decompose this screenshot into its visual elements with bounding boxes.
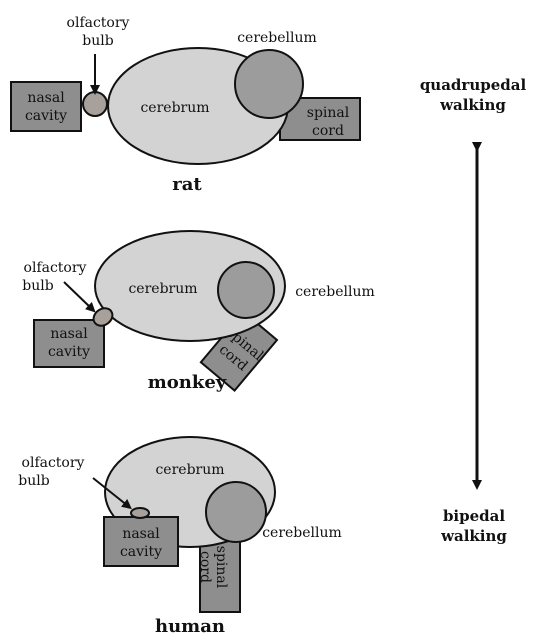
human-olfactory-label-2: bulb	[18, 473, 49, 489]
locomotion-scale: quadrupedal walking bipedal walking	[420, 76, 527, 545]
bipedal-label-1: bipedal	[443, 507, 505, 525]
human-olfactory-label-1: olfactory	[22, 455, 85, 471]
rat-cerebellum	[234, 49, 304, 119]
rat-cerebrum-label: cerebrum	[140, 100, 209, 116]
rat-brain: olfactory bulb nasal cavity cerebrum cer…	[10, 15, 361, 195]
monkey-cerebrum-label: cerebrum	[128, 281, 197, 297]
rat-spinal-label-2: cord	[312, 123, 344, 139]
rat-nasal-label-1: nasal	[27, 90, 65, 106]
human-spinal-text: spinal cord	[197, 546, 229, 589]
bipedal-label-2: walking	[440, 527, 507, 545]
monkey-olfactory-label-1: olfactory	[24, 260, 87, 276]
human-nasal-label-2: cavity	[120, 544, 162, 560]
monkey-nasal-label-1: nasal	[50, 326, 88, 342]
rat-olfactory-label-1: olfactory	[67, 15, 130, 31]
monkey-brain: spinal cord olfactory bulb nasal cavity …	[22, 230, 375, 393]
monkey-olfactory-pointer	[63, 281, 96, 313]
monkey-cerebellum-label: cerebellum	[295, 284, 375, 300]
rat-olfactory-label-2: bulb	[82, 33, 113, 49]
human-name: human	[155, 616, 225, 637]
human-spinal-label-2: cord	[197, 551, 213, 583]
monkey-olfactory-label-2: bulb	[22, 278, 53, 294]
rat-nasal-label-2: cavity	[25, 108, 67, 124]
quadrupedal-label-2: walking	[439, 96, 506, 114]
monkey-cerebellum	[217, 261, 275, 319]
monkey-olfactory-bulb	[92, 307, 114, 327]
human-olfactory-pointer	[92, 477, 132, 510]
human-spinal-label-1: spinal	[213, 546, 229, 589]
quadrupedal-label-1: quadrupedal	[420, 76, 527, 94]
rat-cerebellum-label: cerebellum	[237, 30, 317, 46]
rat-olfactory-bulb	[82, 91, 108, 117]
rat-spinal-label-1: spinal	[307, 105, 350, 121]
monkey-name: monkey	[148, 372, 227, 393]
human-cerebellum	[205, 481, 267, 543]
human-brain: olfactory bulb nasal cavity cerebrum cer…	[18, 436, 342, 637]
human-olfactory-bulb	[130, 507, 150, 519]
human-nasal-cavity	[103, 516, 179, 567]
human-cerebrum-label: cerebrum	[155, 462, 224, 478]
rat-name: rat	[172, 174, 202, 195]
monkey-nasal-cavity	[33, 319, 105, 368]
monkey-nasal-label-2: cavity	[48, 344, 90, 360]
human-nasal-label-1: nasal	[122, 526, 160, 542]
human-cerebellum-label: cerebellum	[262, 525, 342, 541]
rat-nasal-cavity	[10, 81, 82, 132]
